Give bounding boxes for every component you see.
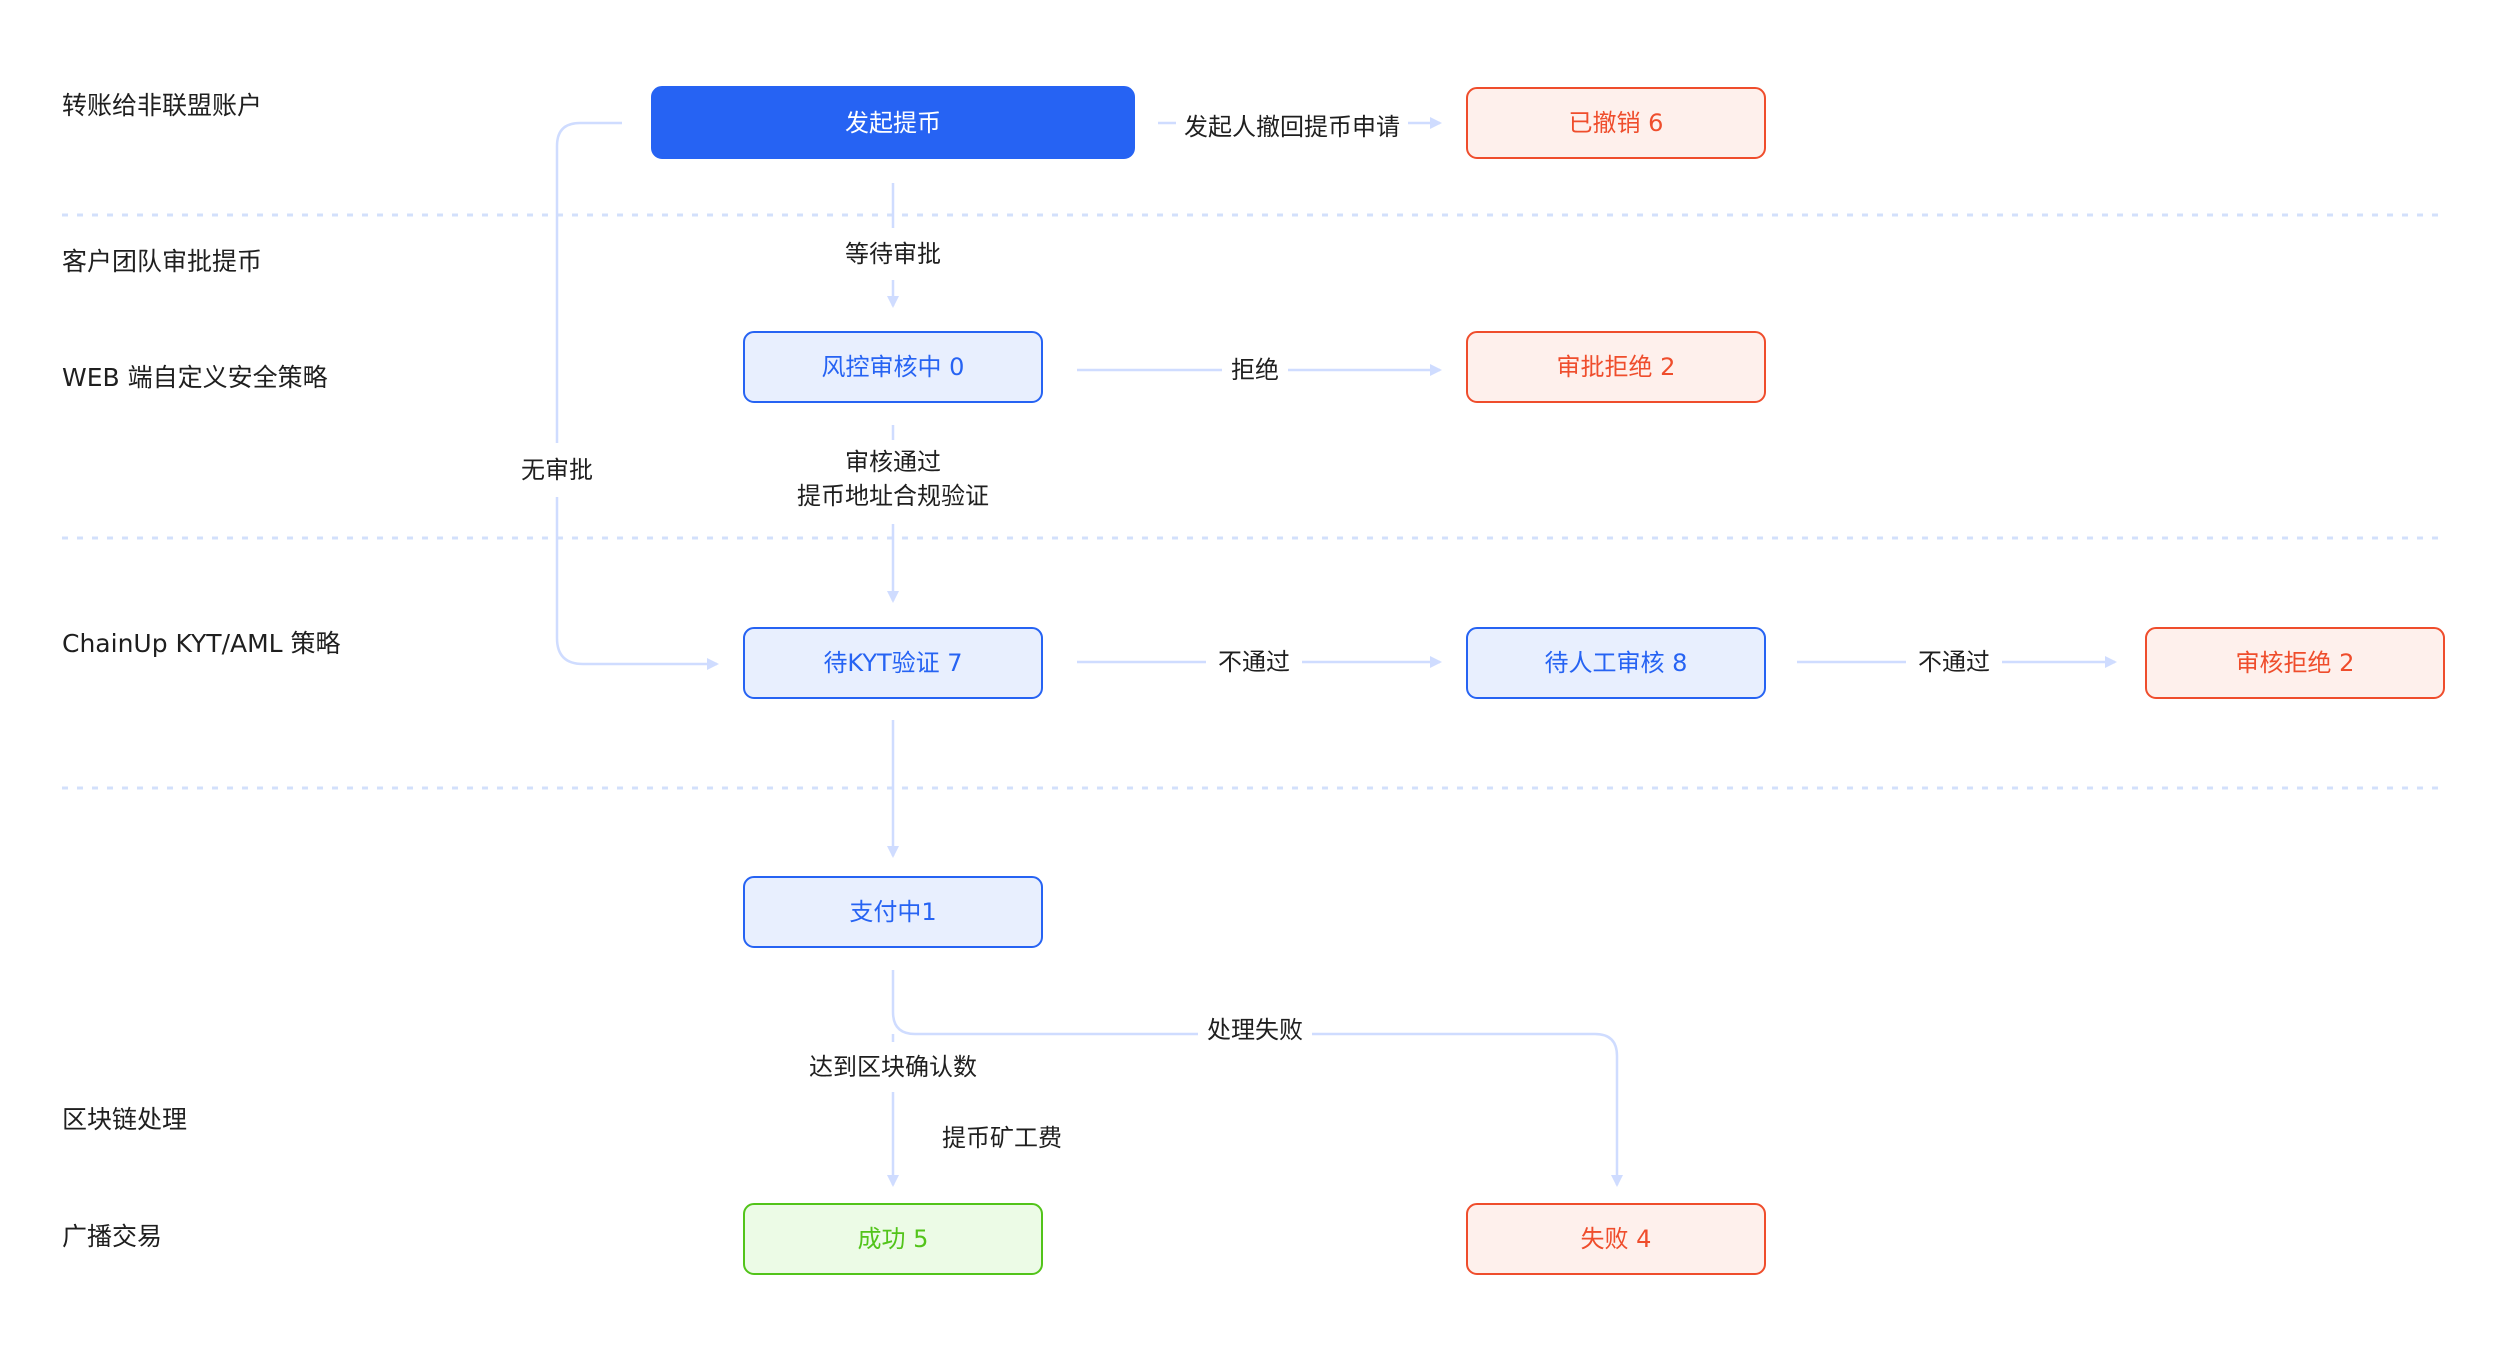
node-label: 成功 5	[858, 1225, 929, 1253]
edge-label-no-approval: 无审批	[521, 456, 593, 484]
edge-label-pass-2: 提币地址合规验证	[797, 482, 989, 510]
node-box	[651, 86, 1135, 159]
lane-label-web-policy: WEB 端自定义安全策略	[62, 363, 328, 392]
node-risk-review[interactable]: 风控审核中 0	[743, 331, 1043, 403]
edge-label-confirmations: 达到区块确认数	[809, 1053, 977, 1081]
edge-label-process-fail: 处理失败	[1207, 1016, 1303, 1044]
node-label: 待人工审核 8	[1545, 649, 1688, 677]
node-box	[743, 331, 1043, 403]
node-label: 失败 4	[1581, 1225, 1652, 1253]
node-label: 审核拒绝 2	[2236, 649, 2355, 677]
edge-label-wait: 等待审批	[845, 240, 941, 268]
node-start-withdraw[interactable]: 发起提币	[651, 86, 1135, 159]
node-label: 待KYT验证 7	[823, 649, 962, 677]
edge-label-not-pass-b: 不通过	[1918, 648, 1990, 676]
edge-label-miner-fee: 提币矿工费	[942, 1124, 1062, 1152]
node-manual-review[interactable]: 待人工审核 8	[1466, 627, 1766, 699]
edge-label-withdraw: 发起人撤回提币申请	[1184, 113, 1400, 141]
node-box	[1466, 87, 1766, 159]
node-box	[743, 1203, 1043, 1275]
node-approval-rejected[interactable]: 审批拒绝 2	[1466, 331, 1766, 403]
node-box	[743, 627, 1043, 699]
node-box	[2145, 627, 2445, 699]
edge-label-pass-1: 审核通过	[845, 448, 941, 476]
node-label: 发起提币	[845, 109, 941, 137]
node-label: 风控审核中 0	[822, 353, 965, 381]
node-success[interactable]: 成功 5	[743, 1203, 1043, 1275]
node-audit-rejected[interactable]: 审核拒绝 2	[2145, 627, 2445, 699]
edge-fail-line-2	[1312, 1032, 1623, 1187]
edge-fail-line-1	[891, 970, 1198, 1036]
node-cancelled[interactable]: 已撤销 6	[1466, 87, 1766, 159]
node-kyt-pending[interactable]: 待KYT验证 7	[743, 627, 1043, 699]
lane-label-team-approval: 客户团队审批提币	[62, 247, 262, 276]
lane-label-broadcast: 广播交易	[62, 1222, 162, 1251]
node-failed[interactable]: 失败 4	[1466, 1203, 1766, 1275]
node-box	[1466, 627, 1766, 699]
node-label: 审批拒绝 2	[1557, 353, 1676, 381]
edge-label-not-pass-a: 不通过	[1218, 648, 1290, 676]
node-box	[743, 876, 1043, 948]
node-paying[interactable]: 支付中1	[743, 876, 1043, 948]
node-box	[1466, 1203, 1766, 1275]
lane-label-blockchain: 区块链处理	[62, 1105, 187, 1134]
lane-label-kyt-aml: ChainUp KYT/AML 策略	[62, 629, 341, 658]
node-box	[1466, 331, 1766, 403]
node-label: 支付中1	[849, 898, 936, 926]
edge-no-approval-arrow	[555, 497, 719, 670]
node-label: 已撤销 6	[1569, 109, 1664, 137]
lane-label-transfer: 转账给非联盟账户	[62, 91, 262, 120]
edge-label-refuse: 拒绝	[1231, 356, 1279, 384]
edge-no-approval-line	[555, 121, 622, 443]
